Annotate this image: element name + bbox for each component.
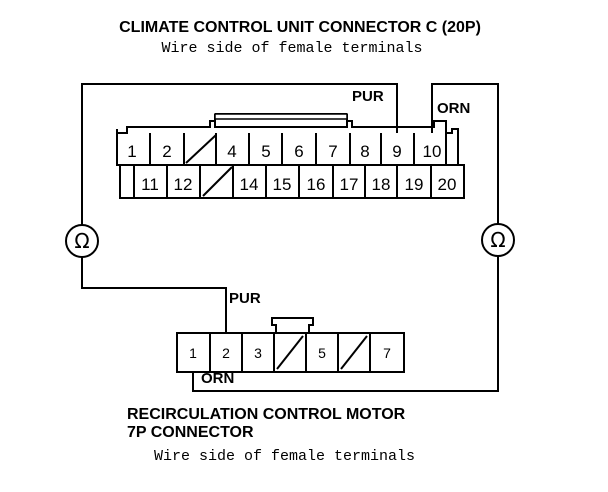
ohmmeter-right-icon xyxy=(481,223,515,257)
c-pin-8: 8 xyxy=(360,142,369,161)
blank-pin-13 xyxy=(202,166,233,197)
wire-label-pur-bottom: PUR xyxy=(229,290,261,307)
motor-blank-pin-6 xyxy=(340,335,368,370)
c-pin-17: 17 xyxy=(340,175,359,194)
c-pin-19: 19 xyxy=(405,175,424,194)
wire-label-pur-top: PUR xyxy=(352,88,384,105)
c-pin-7: 7 xyxy=(328,142,337,161)
c-pin-15: 15 xyxy=(273,175,292,194)
motor-title-line2: 7P CONNECTOR xyxy=(127,424,254,441)
connector-c-subtitle: Wire side of female terminals xyxy=(161,40,422,57)
m-pin-2: 2 xyxy=(222,345,230,361)
c-pin-16: 16 xyxy=(307,175,326,194)
wire-orn-bottom xyxy=(192,256,499,392)
c-pin-11: 11 xyxy=(141,175,159,194)
motor-connector-lock-tab xyxy=(271,317,314,333)
ohm-symbol-left: Ω xyxy=(74,229,89,253)
m-pin-3: 3 xyxy=(254,345,262,361)
wire-pur-bottom xyxy=(81,257,227,333)
blank-pin-3 xyxy=(185,134,217,164)
c-pin-10: 10 xyxy=(423,142,442,161)
c-pin-12: 12 xyxy=(174,175,193,194)
m-pin-7: 7 xyxy=(383,345,391,361)
wire-label-orn-top: ORN xyxy=(437,100,470,117)
c-pin-14: 14 xyxy=(240,175,259,194)
m-pin-5: 5 xyxy=(318,345,326,361)
ohmmeter-right: Ω xyxy=(481,223,515,257)
c-pin-18: 18 xyxy=(372,175,391,194)
c-pin-2: 2 xyxy=(162,142,171,161)
c-pin-6: 6 xyxy=(294,142,303,161)
m-pin-1: 1 xyxy=(189,345,197,361)
connector-c-title: CLIMATE CONTROL UNIT CONNECTOR C (20P) xyxy=(119,19,481,36)
c-pin-9: 9 xyxy=(392,142,401,161)
wire-pur-top xyxy=(81,83,398,225)
connector-c-housing xyxy=(116,120,465,199)
ohm-symbol-right: Ω xyxy=(490,228,505,252)
motor-connector: 1 2 3 5 7 xyxy=(176,317,405,373)
wire-orn-top xyxy=(431,83,499,224)
ohmmeter-left-icon xyxy=(65,224,99,258)
c-pin-4: 4 xyxy=(227,142,236,161)
wires xyxy=(81,83,499,392)
motor-blank-pin-4 xyxy=(276,335,304,370)
c-pin-5: 5 xyxy=(261,142,270,161)
connector-c: 1 2 4 5 6 7 8 9 10 11 12 14 15 16 17 18 … xyxy=(116,113,465,199)
motor-title-line1: RECIRCULATION CONTROL MOTOR xyxy=(127,406,406,423)
wire-label-orn-bottom: ORN xyxy=(201,370,234,387)
c-pin-20: 20 xyxy=(438,175,457,194)
c-pin-1: 1 xyxy=(127,142,136,161)
ohmmeter-left: Ω xyxy=(65,224,99,258)
motor-subtitle: Wire side of female terminals xyxy=(154,448,415,465)
